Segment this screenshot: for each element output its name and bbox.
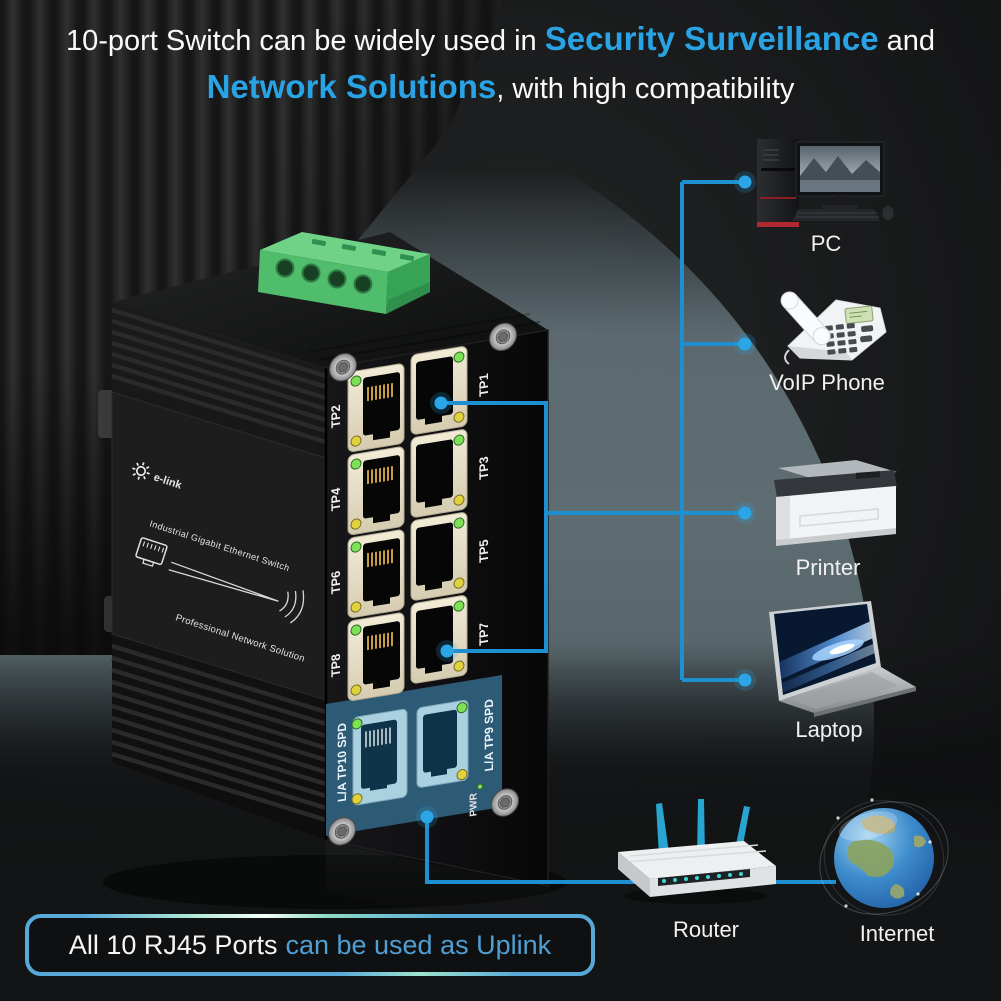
headline: 10-port Switch can be widely used in Sec… [0, 16, 1001, 112]
headline-text: , with high compatibility [496, 73, 795, 105]
device-label-voip: VoIP Phone [769, 370, 885, 395]
port-label: TP3 [477, 455, 491, 480]
caption-box: All 10 RJ45 Ports can be used as Uplink [25, 914, 595, 976]
terminal-block [258, 232, 430, 314]
connection-dots [416, 171, 756, 828]
connection-dot [738, 337, 752, 351]
switch-image: e-link Industrial Gigabit Ethernet Switc… [98, 232, 567, 938]
port-label: TP2 [329, 404, 343, 429]
connection-dot [738, 175, 752, 189]
heatsink-fins [111, 307, 327, 823]
port-label: TP7 [477, 621, 491, 646]
caption-white-text: All 10 RJ45 Ports [68, 929, 278, 960]
router-icon [618, 799, 776, 904]
headline-highlight: Security Surveillance [544, 20, 879, 57]
caption-shine [79, 914, 451, 918]
device-label-printer: Printer [795, 555, 861, 580]
port-panel: TP2 TP4 TP6 TP8 TP1 TP3 TP5 TP7 [326, 320, 520, 848]
headline-line-1: 10-port Switch can be widely used in Sec… [0, 16, 1001, 64]
port-label: TP8 [329, 653, 343, 678]
uplink-label: L/A TP10 SPD [335, 722, 349, 803]
rj45-port [410, 594, 468, 685]
headline-highlight: Network Solutions [206, 68, 497, 105]
uplink-port-tp9 [416, 699, 469, 788]
port-label: TP6 [329, 570, 343, 595]
internet-globe-icon [819, 798, 949, 916]
port-label: TP5 [477, 538, 491, 563]
port-label: TP4 [329, 487, 343, 512]
arrow-flourish [168, 561, 305, 624]
rj45-port [346, 445, 406, 537]
printer-icon [774, 460, 897, 546]
caption-blue-text: can be used as Uplink [285, 929, 552, 960]
pc-icon [757, 139, 894, 227]
headline-text: 10-port Switch can be widely used in [65, 25, 545, 57]
uplink-label: L/A TP9 SPD [482, 698, 496, 773]
connection-dot [440, 644, 454, 658]
rj45-connector-icon [135, 537, 168, 567]
caption-shine [338, 972, 518, 976]
headline-text: and [878, 25, 936, 57]
connection-dot [420, 810, 434, 824]
rj45-port [410, 428, 468, 519]
headline-line-2: Network Solutions, with high compatibili… [0, 64, 1001, 112]
rj45-port [346, 362, 406, 454]
rj45-port [410, 511, 468, 602]
device-label-internet: Internet [859, 921, 935, 946]
power-led [477, 783, 483, 790]
connection-dot [434, 396, 448, 410]
rj45-port [410, 345, 468, 436]
uplink-port-tp10 [351, 708, 408, 806]
rj45-port [346, 528, 406, 620]
power-label: PWR [469, 791, 480, 817]
port-label: TP1 [477, 372, 491, 397]
device-label-pc: PC [810, 231, 842, 256]
device-label-laptop: Laptop [795, 717, 863, 742]
voip-phone-icon [780, 291, 887, 365]
connection-dot [738, 506, 752, 520]
connection-dot [738, 673, 752, 687]
laptop-icon [769, 601, 916, 717]
rj45-port [346, 611, 406, 703]
device-label-router: Router [672, 917, 740, 942]
